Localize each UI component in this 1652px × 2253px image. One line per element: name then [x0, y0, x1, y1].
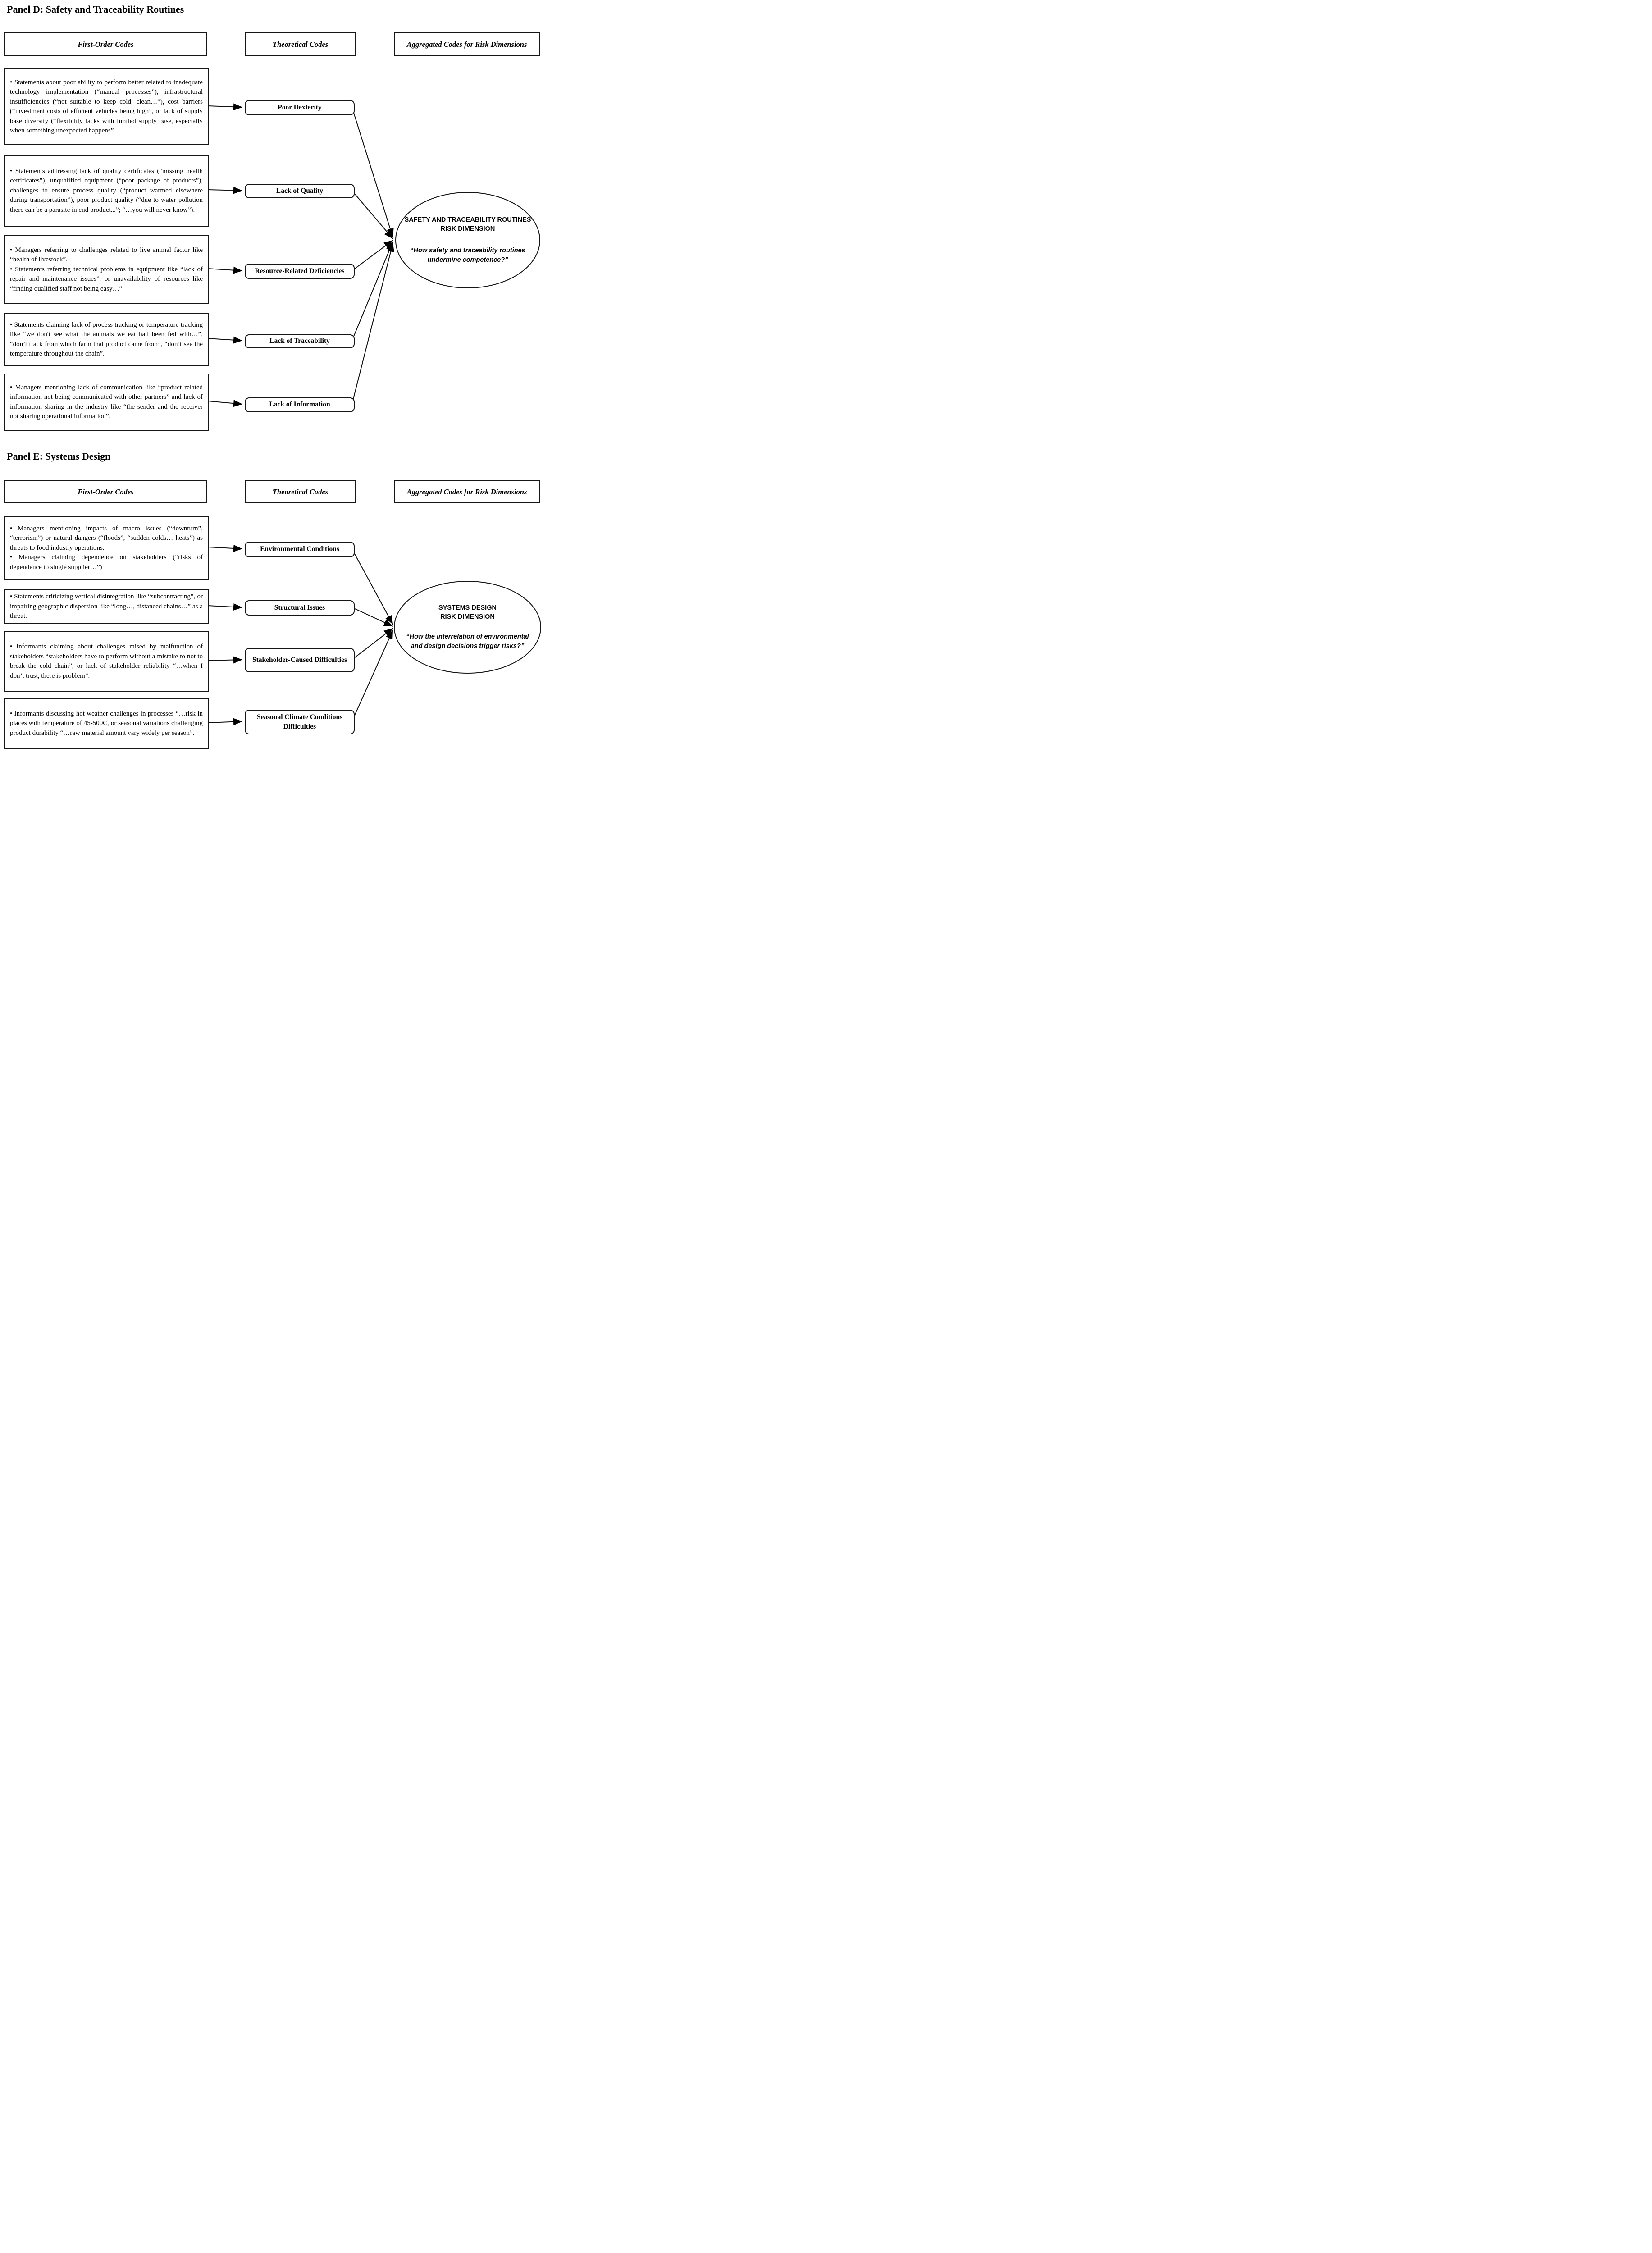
header-label: First-Order Codes: [78, 40, 134, 49]
panel-e-first-order-box-3: • Informants claiming about challenges r…: [4, 631, 209, 692]
theoretical-code-lack-of-quality: Lack of Quality: [245, 184, 355, 198]
theoretical-code-lack-of-traceability: Lack of Traceability: [245, 334, 355, 348]
risk-dimension-title: SAFETY AND TRACEABILITY ROUTINES RISK DI…: [405, 215, 531, 234]
panel-d-first-order-box-3: • Managers referring to challenges relat…: [4, 235, 209, 304]
panel-e-first-order-box-4: • Informants discussing hot weather chal…: [4, 698, 209, 749]
risk-dimension-quote: “How the interrelation of environmental …: [406, 632, 529, 651]
header-label: First-Order Codes: [78, 487, 134, 496]
theoretical-code-label: Seasonal Climate Conditions Difficulties: [256, 713, 343, 730]
header-label: Aggregated Codes for Risk Dimensions: [406, 487, 527, 496]
bullet-text: • Statements referring technical problem…: [10, 265, 203, 292]
bullet-text: • Informants claiming about challenges r…: [10, 643, 203, 680]
panel-d-first-order-box-5: • Managers mentioning lack of communicat…: [4, 374, 209, 431]
panel-e-first-order-box-2: • Statements criticizing vertical disint…: [4, 589, 209, 624]
theoretical-code-environmental-conditions: Environmental Conditions: [245, 542, 355, 557]
theoretical-code-structural-issues: Structural Issues: [245, 600, 355, 616]
bullet-text: • Managers mentioning impacts of macro i…: [10, 524, 203, 552]
panel-d-header-first-order: First-Order Codes: [4, 32, 207, 56]
panel-e-header-aggregated: Aggregated Codes for Risk Dimensions: [394, 480, 540, 503]
bullet-text: • Statements claiming lack of process tr…: [10, 321, 203, 358]
bullet-text: • Informants discussing hot weather chal…: [10, 710, 203, 737]
panel-d-first-order-box-1: • Statements about poor ability to perfo…: [4, 68, 209, 145]
theoretical-code-seasonal-climate-conditions-difficulties: Seasonal Climate Conditions Difficulties: [245, 710, 355, 734]
theoretical-code-label: Lack of Information: [269, 401, 330, 409]
figure-canvas: Panel D: Safety and Traceability Routine…: [0, 0, 551, 754]
bullet-text: • Managers referring to challenges relat…: [10, 246, 203, 264]
panel-d-title: Panel D: Safety and Traceability Routine…: [7, 4, 184, 15]
theoretical-code-lack-of-information: Lack of Information: [245, 397, 355, 412]
panel-d-arrows: [207, 103, 394, 407]
header-label: Aggregated Codes for Risk Dimensions: [406, 40, 527, 49]
panel-e-risk-dimension-ellipse: SYSTEMS DESIGN RISK DIMENSION “How the i…: [394, 581, 541, 674]
panel-d-first-order-box-4: • Statements claiming lack of process tr…: [4, 313, 209, 366]
header-label: Theoretical Codes: [272, 40, 329, 49]
theoretical-code-label: Lack of Traceability: [269, 337, 330, 345]
theoretical-code-label: Poor Dexterity: [278, 103, 322, 111]
bullet-text: • Statements about poor ability to perfo…: [10, 78, 203, 135]
theoretical-code-label: Resource-Related Deficiencies: [255, 267, 345, 275]
risk-dimension-title-line: RISK DIMENSION: [440, 613, 495, 620]
risk-dimension-title: SYSTEMS DESIGN RISK DIMENSION: [438, 603, 497, 622]
risk-dimension-title-line: SYSTEMS DESIGN: [438, 604, 497, 611]
risk-dimension-quote: “How safety and traceability routines un…: [410, 246, 525, 265]
bullet-text: • Statements addressing lack of quality …: [10, 167, 203, 214]
risk-dimension-quote-line: “How safety and traceability routines: [410, 247, 525, 255]
bullet-text: • Managers mentioning lack of communicat…: [10, 383, 203, 420]
risk-dimension-title-line: SAFETY AND TRACEABILITY ROUTINES: [404, 216, 531, 223]
theoretical-code-stakeholder-caused-difficulties: Stakeholder-Caused Difficulties: [245, 648, 355, 672]
theoretical-code-label: Structural Issues: [274, 603, 325, 611]
bullet-text: • Managers claiming dependence on stakeh…: [10, 554, 203, 571]
theoretical-code-label: Environmental Conditions: [260, 545, 339, 553]
bullet-text: • Statements criticizing vertical disint…: [10, 593, 203, 620]
panel-e-arrows: [207, 544, 393, 725]
theoretical-code-label: Lack of Quality: [276, 187, 324, 195]
panel-d-header-theoretical: Theoretical Codes: [245, 32, 356, 56]
theoretical-code-label: Stakeholder-Caused Difficulties: [252, 656, 347, 664]
panel-e-header-theoretical: Theoretical Codes: [245, 480, 356, 503]
header-label: Theoretical Codes: [272, 487, 329, 496]
risk-dimension-title-line: RISK DIMENSION: [440, 225, 495, 233]
risk-dimension-quote-line: and design decisions trigger risks?”: [411, 643, 525, 650]
risk-dimension-quote-line: “How the interrelation of environmental: [406, 633, 529, 641]
panel-e-header-first-order: First-Order Codes: [4, 480, 207, 503]
panel-e-title: Panel E: Systems Design: [7, 451, 111, 462]
panel-d-first-order-box-2: • Statements addressing lack of quality …: [4, 155, 209, 227]
theoretical-code-poor-dexterity: Poor Dexterity: [245, 100, 355, 115]
risk-dimension-quote-line: undermine competence?”: [427, 256, 508, 264]
panel-d-risk-dimension-ellipse: SAFETY AND TRACEABILITY ROUTINES RISK DI…: [395, 192, 540, 288]
theoretical-code-resource-related-deficiencies: Resource-Related Deficiencies: [245, 264, 355, 279]
panel-e-first-order-box-1: • Managers mentioning impacts of macro i…: [4, 516, 209, 580]
panel-d-header-aggregated: Aggregated Codes for Risk Dimensions: [394, 32, 540, 56]
